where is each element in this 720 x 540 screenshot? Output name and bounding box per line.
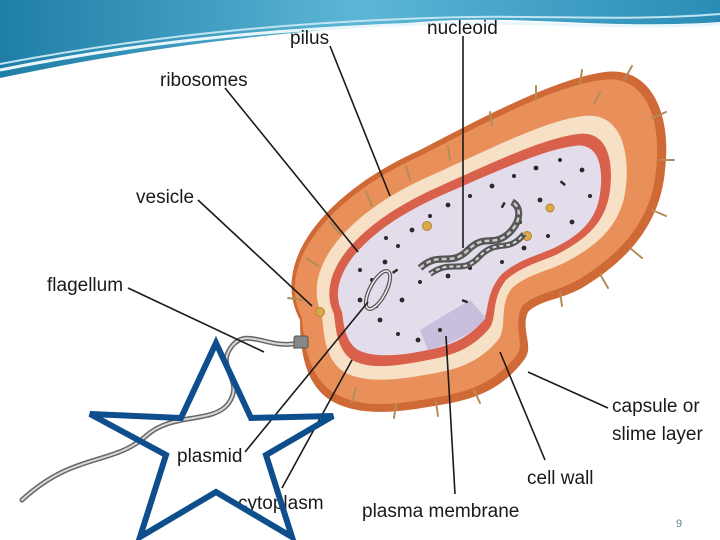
label-plasmid: plasmid bbox=[177, 446, 242, 467]
label-capsule-line2: slime layer bbox=[612, 424, 703, 445]
header-wave bbox=[0, 0, 720, 78]
label-vesicle: vesicle bbox=[136, 187, 194, 208]
label-flagellum: flagellum bbox=[47, 275, 123, 296]
label-capsule-line1: capsule or bbox=[612, 396, 700, 417]
label-plasma-membrane: plasma membrane bbox=[362, 501, 519, 522]
label-pilus: pilus bbox=[290, 28, 329, 49]
label-cell-wall: cell wall bbox=[527, 468, 594, 489]
label-nucleoid: nucleoid bbox=[427, 18, 498, 39]
page-number: 9 bbox=[676, 518, 682, 530]
label-ribosomes: ribosomes bbox=[160, 70, 248, 91]
